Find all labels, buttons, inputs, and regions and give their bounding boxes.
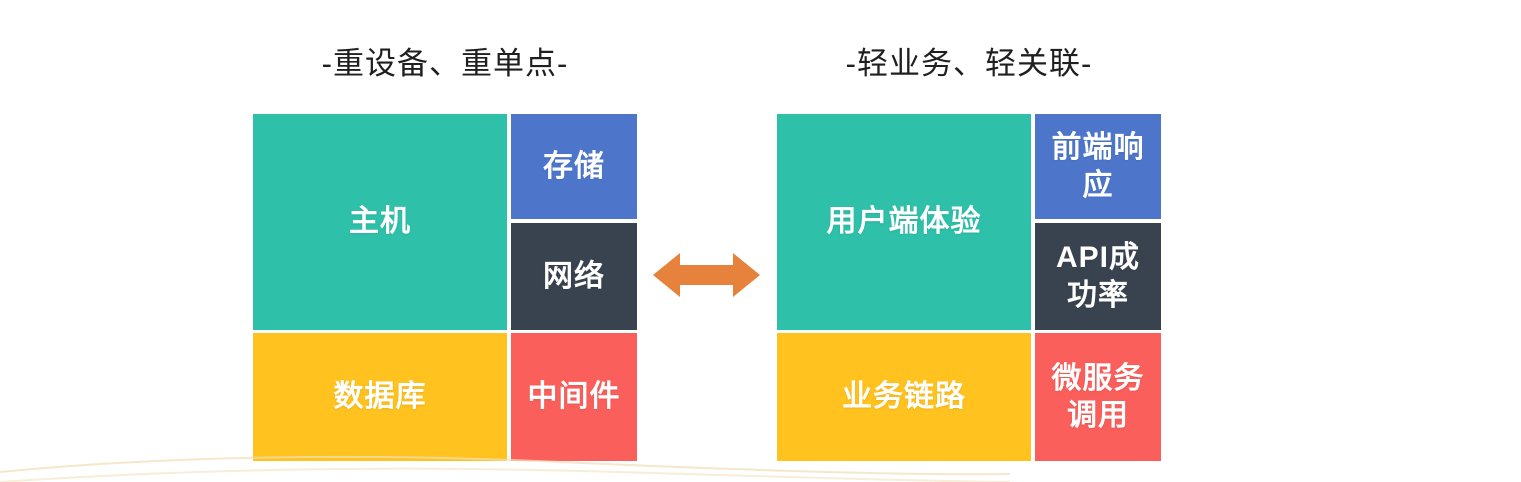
block-middleware: 中间件 (511, 333, 637, 461)
block-business-link: 业务链路 (777, 333, 1031, 461)
block-database: 数据库 (253, 333, 507, 461)
block-api-success-rate: API成 功率 (1035, 223, 1161, 330)
block-microservice-call: 微服务 调用 (1035, 333, 1161, 461)
block-host: 主机 (253, 114, 507, 330)
right-panel-treemap: 用户端体验 前端响 应 API成 功率 业务链路 微服务 调用 (777, 114, 1161, 461)
block-network: 网络 (511, 223, 637, 330)
bidirectional-arrow-icon (653, 253, 760, 297)
block-user-experience: 用户端体验 (777, 114, 1031, 330)
left-panel-title: -重设备、重单点- (321, 46, 569, 81)
left-panel-treemap: 主机 存储 网络 数据库 中间件 (253, 114, 637, 461)
block-storage: 存储 (511, 114, 637, 219)
block-frontend-response: 前端响 应 (1035, 114, 1161, 219)
right-panel-title: -轻业务、轻关联- (845, 46, 1093, 81)
